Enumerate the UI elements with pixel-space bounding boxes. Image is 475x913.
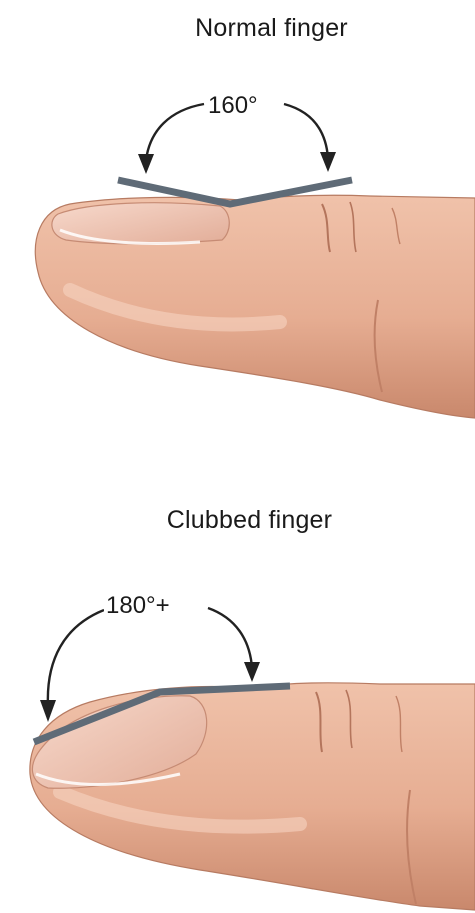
normal-angle-arrow-left [146, 104, 204, 160]
normal-finger-title: Normal finger [34, 14, 475, 43]
clubbed-angle-arrow-left [48, 610, 104, 706]
normal-finger-illustration [0, 0, 475, 440]
clubbed-angle-label: 180°+ [104, 592, 172, 620]
clubbed-finger-illustration [0, 470, 475, 913]
normal-angle-arrow-right [284, 104, 328, 158]
clubbed-finger-title: Clubbed finger [12, 506, 475, 535]
normal-nail [52, 203, 229, 244]
clubbed-finger-panel: Clubbed finger 180°+ [0, 470, 475, 913]
normal-finger-panel: Normal finger 160° [0, 0, 475, 440]
clubbed-angle-arrow-right [208, 608, 252, 668]
normal-angle-label: 160° [206, 92, 260, 120]
